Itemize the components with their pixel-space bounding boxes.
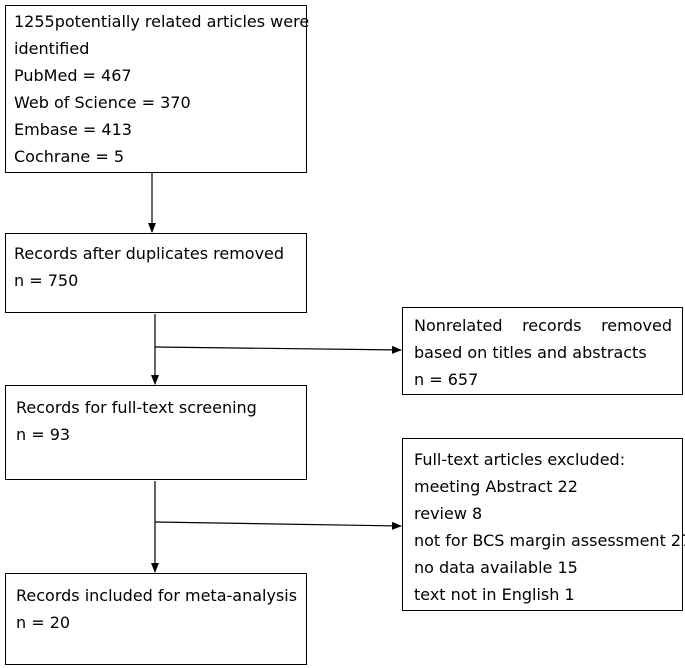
- excluded-line-3: review 8: [414, 504, 483, 523]
- box-nonrelated-removed: Nonrelated records removed based on titl…: [402, 307, 683, 395]
- excluded-line-2: meeting Abstract 22: [414, 477, 578, 496]
- box-included: Records included for meta-analysis n = 2…: [5, 573, 307, 665]
- excluded-line-6: text not in English 1: [414, 585, 575, 604]
- screening-line-2: n = 93: [16, 425, 71, 444]
- included-line-2: n = 20: [16, 613, 71, 632]
- duplicates-line-2: n = 750: [14, 271, 79, 290]
- identified-line-2: identified: [14, 39, 90, 58]
- identified-line-5: Embase = 413: [14, 120, 132, 139]
- box-identified: 1255potentially related articles were id…: [5, 5, 310, 173]
- box-fulltext-screening: Records for full-text screening n = 93: [5, 385, 307, 480]
- nonrelated-line-2: based on titles and abstracts: [414, 343, 647, 362]
- box-duplicates-removed: Records after duplicates removed n = 750: [5, 233, 307, 313]
- excluded-line-1: Full-text articles excluded:: [414, 450, 626, 469]
- excluded-line-5: no data available 15: [414, 558, 578, 577]
- box-fulltext-excluded: Full-text articles excluded: meeting Abs…: [402, 438, 685, 611]
- identified-line-6: Cochrane = 5: [14, 147, 125, 166]
- arrow-to-excluded: [154, 521, 402, 530]
- identified-line-4: Web of Science = 370: [14, 93, 191, 112]
- excluded-line-4: not for BCS margin assessment 27: [414, 531, 685, 550]
- nonrelated-line-3: n = 657: [414, 370, 479, 389]
- nonrelated-line-1: Nonrelated records removed: [414, 316, 672, 335]
- screening-line-1: Records for full-text screening: [16, 398, 257, 417]
- identified-line-1: 1255potentially related articles were: [14, 12, 310, 31]
- identified-line-3: PubMed = 467: [14, 66, 132, 85]
- arrow-to-nonrelated: [154, 345, 402, 354]
- included-line-1: Records included for meta-analysis: [16, 586, 298, 605]
- duplicates-line-1: Records after duplicates removed: [14, 244, 285, 263]
